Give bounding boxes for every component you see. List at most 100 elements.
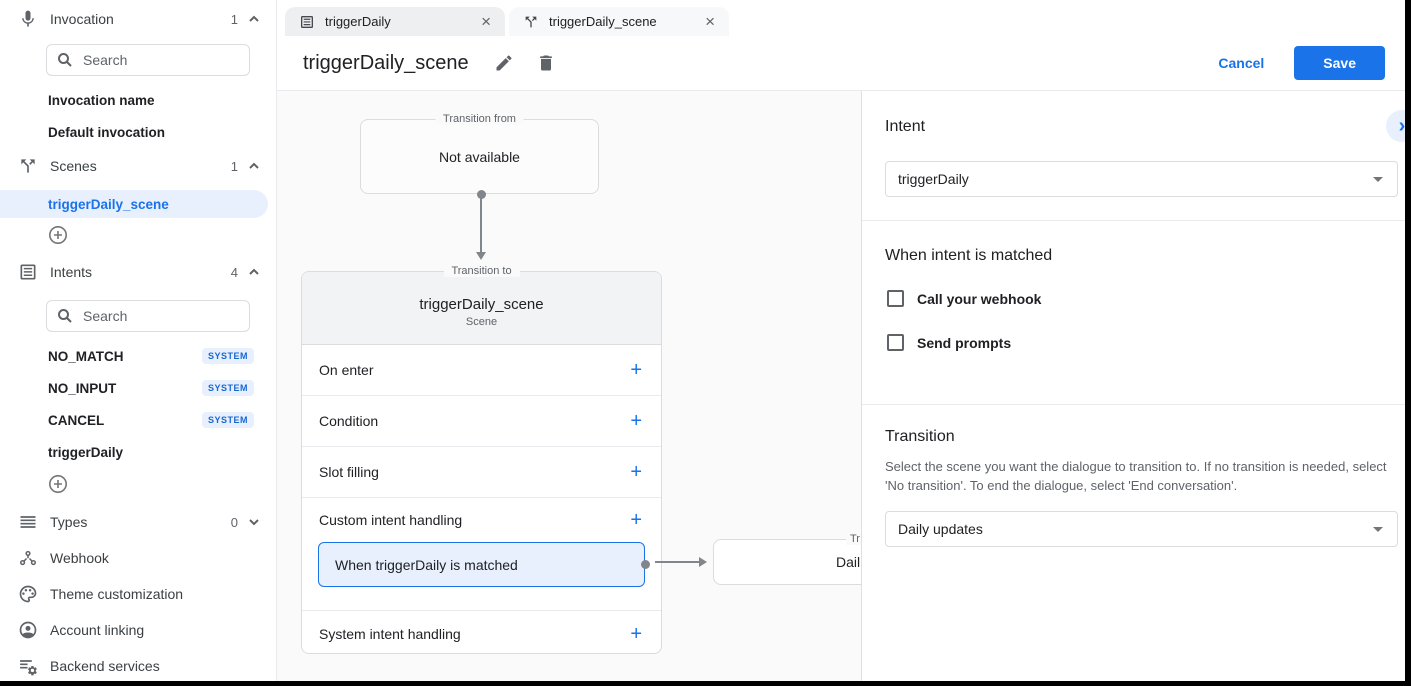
sidebar-item-backend-services[interactable]: Backend services [0,648,276,684]
scene-section-custom-intent: Custom intent handling + When triggerDai… [302,498,661,611]
item-label: triggerDaily [48,444,124,460]
row-label: On enter [319,362,374,378]
sidebar-item-no-match[interactable]: NO_MATCH SYSTEM [0,340,276,372]
add-icon[interactable]: + [630,509,642,531]
invocation-search-input[interactable] [83,52,239,68]
scene-row-slot-filling[interactable]: Slot filling + [302,447,661,498]
section-count: 1 [230,158,238,174]
checkbox-unchecked[interactable] [887,290,904,307]
system-badge: SYSTEM [201,348,254,364]
system-badge: SYSTEM [201,412,254,428]
types-icon [20,516,36,528]
chevron-up-icon[interactable] [248,13,260,25]
checkbox-label: Send prompts [917,334,1012,351]
checkbox-unchecked[interactable] [887,334,904,351]
sidebar-item-invocation-name[interactable]: Invocation name [0,84,276,116]
add-intent-button[interactable] [0,468,276,500]
section-count: 4 [230,264,238,280]
search-icon [58,53,72,67]
section-label: Invocation [50,11,114,27]
scene-row-system-intent-handling[interactable]: System intent handling + [302,611,661,656]
item-label: NO_MATCH [48,348,124,364]
when-matched-heading: When intent is matched [885,247,1053,264]
window-edge-right [1405,0,1411,686]
sidebar-item-triggerdaily-scene-selected[interactable]: triggerDaily_scene [0,190,268,218]
scene-card: Transition to triggerDaily_scene Scene O… [301,265,662,656]
send-prompts-checkbox-row[interactable]: Send prompts [887,334,1011,351]
transition-select[interactable]: Daily updates [885,511,1398,547]
intent-select[interactable]: triggerDaily [885,161,1398,197]
sidebar-item-cancel[interactable]: CANCEL SYSTEM [0,404,276,436]
intents-search-input[interactable] [83,308,239,324]
search-icon [58,309,72,323]
chevron-up-icon[interactable] [248,160,260,172]
sidebar-item-webhook[interactable]: Webhook [0,540,276,576]
tab-label: triggerDaily [325,14,391,29]
connector-line-vertical [480,198,482,254]
intent-heading: Intent [885,118,926,135]
chevron-down-icon[interactable] [248,516,260,528]
item-label: Backend services [50,658,160,674]
scene-card-header[interactable]: triggerDaily_scene Scene [302,272,661,345]
tab-triggerdaily[interactable]: triggerDaily × [285,7,505,36]
invocation-search[interactable] [46,44,250,76]
edit-icon[interactable] [494,53,514,73]
microphone-icon [22,10,34,27]
row-label: System intent handling [319,625,461,642]
section-label: Intents [50,264,93,280]
sidebar-item-triggerdaily[interactable]: triggerDaily [0,436,276,468]
palette-icon [19,585,37,603]
sidebar-section-types[interactable]: Types 0 [0,504,276,540]
add-icon[interactable]: + [630,461,642,483]
sidebar-section-invocation[interactable]: Invocation 1 [0,0,276,32]
scene-row-condition[interactable]: Condition + [302,396,661,447]
intent-editor-panel: › Intent triggerDaily When intent is mat… [861,91,1411,685]
intent-tab-icon [301,15,313,28]
checkbox-label: Call your webhook [917,290,1042,307]
system-badge: SYSTEM [201,380,254,396]
item-label: Theme customization [50,586,184,602]
section-count: 1 [230,11,238,27]
item-label: Invocation name [48,92,155,108]
scene-row-on-enter[interactable]: On enter + [302,345,661,396]
sidebar-item-theme-customization[interactable]: Theme customization [0,576,276,612]
transition-to-label: Transition to [443,265,520,277]
item-label: Webhook [50,550,109,566]
tab-bar: triggerDaily × triggerDaily_scene × [277,0,1411,36]
sidebar-item-no-input[interactable]: NO_INPUT SYSTEM [0,372,276,404]
transition-from-label: Transition from [435,113,524,125]
call-webhook-checkbox-row[interactable]: Call your webhook [887,290,1041,307]
delete-icon[interactable] [536,53,556,73]
sidebar-section-intents[interactable]: Intents 4 [0,254,276,290]
cancel-button[interactable]: Cancel [1218,55,1265,71]
transition-heading: Transition [885,428,955,445]
add-icon[interactable]: + [630,359,642,381]
sidebar-item-account-linking[interactable]: Account linking [0,612,276,648]
sidebar-item-default-invocation[interactable]: Default invocation [0,116,276,148]
connector-dot [477,190,486,199]
connector-dot [641,560,650,569]
intents-search[interactable] [46,300,250,332]
close-icon[interactable]: × [705,12,715,31]
dropdown-caret-icon [1373,526,1383,532]
chevron-up-icon[interactable] [248,266,260,278]
add-scene-button[interactable] [0,218,276,252]
scene-split-icon [525,16,537,27]
save-button[interactable]: Save [1294,46,1385,80]
scene-row-custom-intent-handling[interactable]: Custom intent handling + [302,498,661,542]
sidebar: Invocation 1 Invocation name Default inv… [0,0,277,686]
scene-canvas[interactable]: Transition from Not available Transition… [277,91,861,685]
close-icon[interactable]: × [481,12,491,31]
item-label: NO_INPUT [48,380,117,396]
add-icon[interactable]: + [630,622,642,645]
scene-card-subtitle: Scene [465,316,498,328]
intent-handler-when-triggerdaily-matched[interactable]: When triggerDaily is matched [318,542,650,587]
row-label: Slot filling [319,464,379,480]
transition-target-box[interactable]: Tr Dail [713,533,861,585]
page-title: triggerDaily_scene [303,51,469,74]
add-icon [49,475,67,493]
tab-triggerdaily-scene[interactable]: triggerDaily_scene × [509,7,729,36]
window-edge-bottom [0,681,1411,686]
sidebar-section-scenes[interactable]: Scenes 1 [0,148,276,184]
add-icon[interactable]: + [630,410,642,432]
